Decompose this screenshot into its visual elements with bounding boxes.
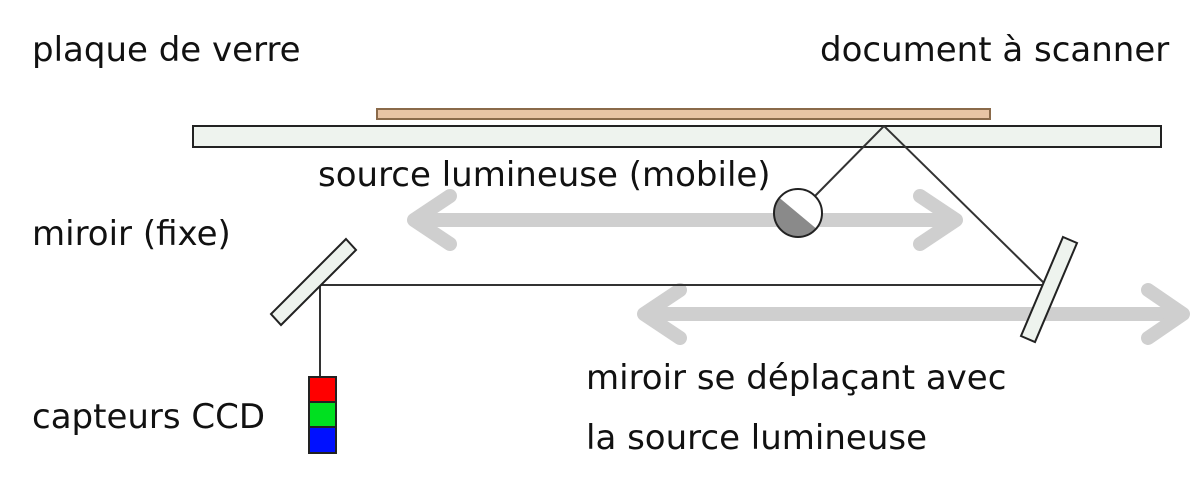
glass-plate — [192, 125, 1162, 148]
fixed-mirror-label: miroir (fixe) — [32, 214, 231, 254]
moving-mirror-label-line1: miroir se déplaçant avec — [586, 358, 1007, 398]
moving-mirror-label-line2: la source lumineuse — [586, 418, 928, 458]
ccd-sensors — [308, 376, 337, 454]
ccd-red-sensor — [308, 376, 337, 403]
moving-mirror-motion-arrow — [637, 283, 1190, 345]
light-source-label: source lumineuse (mobile) — [318, 155, 771, 195]
document-label: document à scanner — [820, 30, 1170, 70]
glass-plate-label: plaque de verre — [32, 30, 301, 70]
light-path — [319, 125, 1047, 377]
moving-mirror — [1019, 235, 1079, 344]
light-source-motion-arrow — [407, 189, 963, 251]
ccd-green-sensor — [308, 401, 337, 428]
ccd-sensors-label: capteurs CCD — [32, 397, 266, 437]
ray-document-to-moving-mirror — [883, 125, 1047, 286]
ray-lamp-to-document — [814, 125, 885, 197]
fixed-mirror — [269, 237, 358, 327]
ccd-blue-sensor — [308, 426, 337, 454]
document-to-scan — [376, 108, 991, 120]
